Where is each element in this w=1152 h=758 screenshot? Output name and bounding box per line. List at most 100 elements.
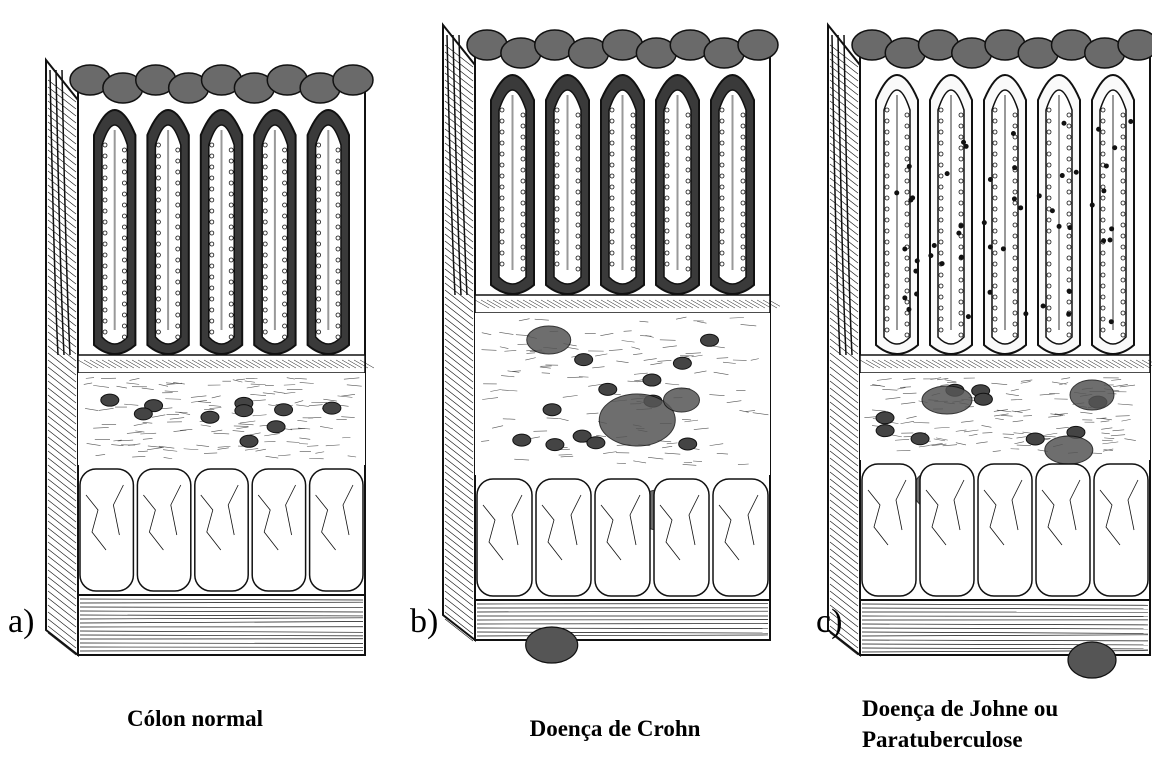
goblet-cell — [283, 324, 287, 328]
goblet-cell — [1121, 333, 1125, 337]
fat-cell — [920, 464, 974, 596]
goblet-cell — [939, 185, 943, 189]
fat-cell — [1094, 464, 1148, 596]
goblet-cell — [500, 141, 504, 145]
goblet-cell — [156, 198, 160, 202]
surface-cell — [1118, 30, 1152, 60]
goblet-cell — [686, 223, 690, 227]
goblet-cell — [1067, 179, 1071, 183]
goblet-cell — [122, 280, 126, 284]
goblet-cell — [521, 245, 525, 249]
goblet-cell — [263, 242, 267, 246]
goblet-cell — [1013, 179, 1017, 183]
submucosa-cell — [974, 393, 992, 405]
fat-cell — [536, 479, 591, 596]
submucosa-cell — [546, 439, 564, 451]
submucosa-cell — [101, 394, 119, 406]
goblet-cell — [905, 190, 909, 194]
goblet-cell — [176, 258, 180, 262]
goblet-cell — [229, 225, 233, 229]
goblet-cell — [959, 201, 963, 205]
goblet-cell — [993, 240, 997, 244]
goblet-cell — [576, 179, 580, 183]
goblet-cell — [317, 154, 321, 158]
goblet-cell — [210, 143, 214, 147]
goblet-cell — [741, 190, 745, 194]
goblet-cell — [885, 262, 889, 266]
goblet-cell — [1013, 245, 1017, 249]
submucosa-cell — [1026, 433, 1044, 445]
goblet-cell — [283, 148, 287, 152]
goblet-cell — [610, 163, 614, 167]
goblet-cell — [1047, 119, 1051, 123]
goblet-cell — [885, 317, 889, 321]
surface-cell — [333, 65, 373, 95]
submucosa-cell — [701, 334, 719, 346]
goblet-cell — [500, 251, 504, 255]
goblet-cell — [1013, 311, 1017, 315]
goblet-cell — [885, 163, 889, 167]
goblet-cell — [1047, 273, 1051, 277]
goblet-cell — [686, 135, 690, 139]
goblet-cell — [1121, 212, 1125, 216]
goblet-cell — [283, 214, 287, 218]
fat-cell — [137, 469, 190, 591]
goblet-cell — [283, 302, 287, 306]
goblet-cell — [1121, 267, 1125, 271]
goblet-cell — [229, 324, 233, 328]
goblet-cell — [336, 335, 340, 339]
granuloma — [1070, 380, 1114, 410]
goblet-cell — [1101, 119, 1105, 123]
goblet-cell — [959, 124, 963, 128]
goblet-cell — [263, 319, 267, 323]
goblet-cell — [610, 218, 614, 222]
fat-cell — [477, 479, 532, 596]
goblet-cell — [885, 108, 889, 112]
macrophage-dot — [945, 171, 950, 176]
goblet-cell — [1013, 146, 1017, 150]
macrophage-dot — [1074, 170, 1079, 175]
goblet-cell — [576, 157, 580, 161]
goblet-cell — [1121, 179, 1125, 183]
goblet-cell — [1101, 229, 1105, 233]
goblet-cell — [720, 218, 724, 222]
goblet-cell — [993, 141, 997, 145]
macrophage-dot — [988, 177, 993, 182]
goblet-cell — [1101, 218, 1105, 222]
submucosa-cell — [575, 354, 593, 366]
goblet-cell — [720, 185, 724, 189]
goblet-cell — [317, 264, 321, 268]
macrophage-dot — [1023, 311, 1028, 316]
goblet-cell — [959, 333, 963, 337]
goblet-cell — [229, 258, 233, 262]
goblet-cell — [686, 245, 690, 249]
macrophage-dot — [982, 220, 987, 225]
goblet-cell — [103, 286, 107, 290]
goblet-cell — [665, 218, 669, 222]
goblet-cell — [959, 190, 963, 194]
goblet-cell — [631, 256, 635, 260]
macrophage-dot — [1067, 225, 1072, 230]
goblet-cell — [905, 322, 909, 326]
goblet-cell — [156, 165, 160, 169]
macrophage-dot — [1101, 238, 1106, 243]
goblet-cell — [156, 176, 160, 180]
goblet-cell — [686, 267, 690, 271]
goblet-cell — [1121, 245, 1125, 249]
goblet-cell — [686, 201, 690, 205]
macrophage-dot — [1112, 145, 1117, 150]
goblet-cell — [521, 113, 525, 117]
panel-letter-c: c) — [816, 605, 842, 639]
goblet-cell — [229, 214, 233, 218]
goblet-cell — [665, 262, 669, 266]
submucosa-cell — [201, 411, 219, 423]
goblet-cell — [229, 148, 233, 152]
goblet-cell — [1047, 317, 1051, 321]
goblet-cell — [631, 135, 635, 139]
submucosa-cell — [876, 412, 894, 424]
macrophage-dot — [961, 140, 966, 145]
goblet-cell — [885, 130, 889, 134]
macrophage-dot — [958, 224, 963, 229]
goblet-cell — [885, 284, 889, 288]
goblet-cell — [959, 245, 963, 249]
